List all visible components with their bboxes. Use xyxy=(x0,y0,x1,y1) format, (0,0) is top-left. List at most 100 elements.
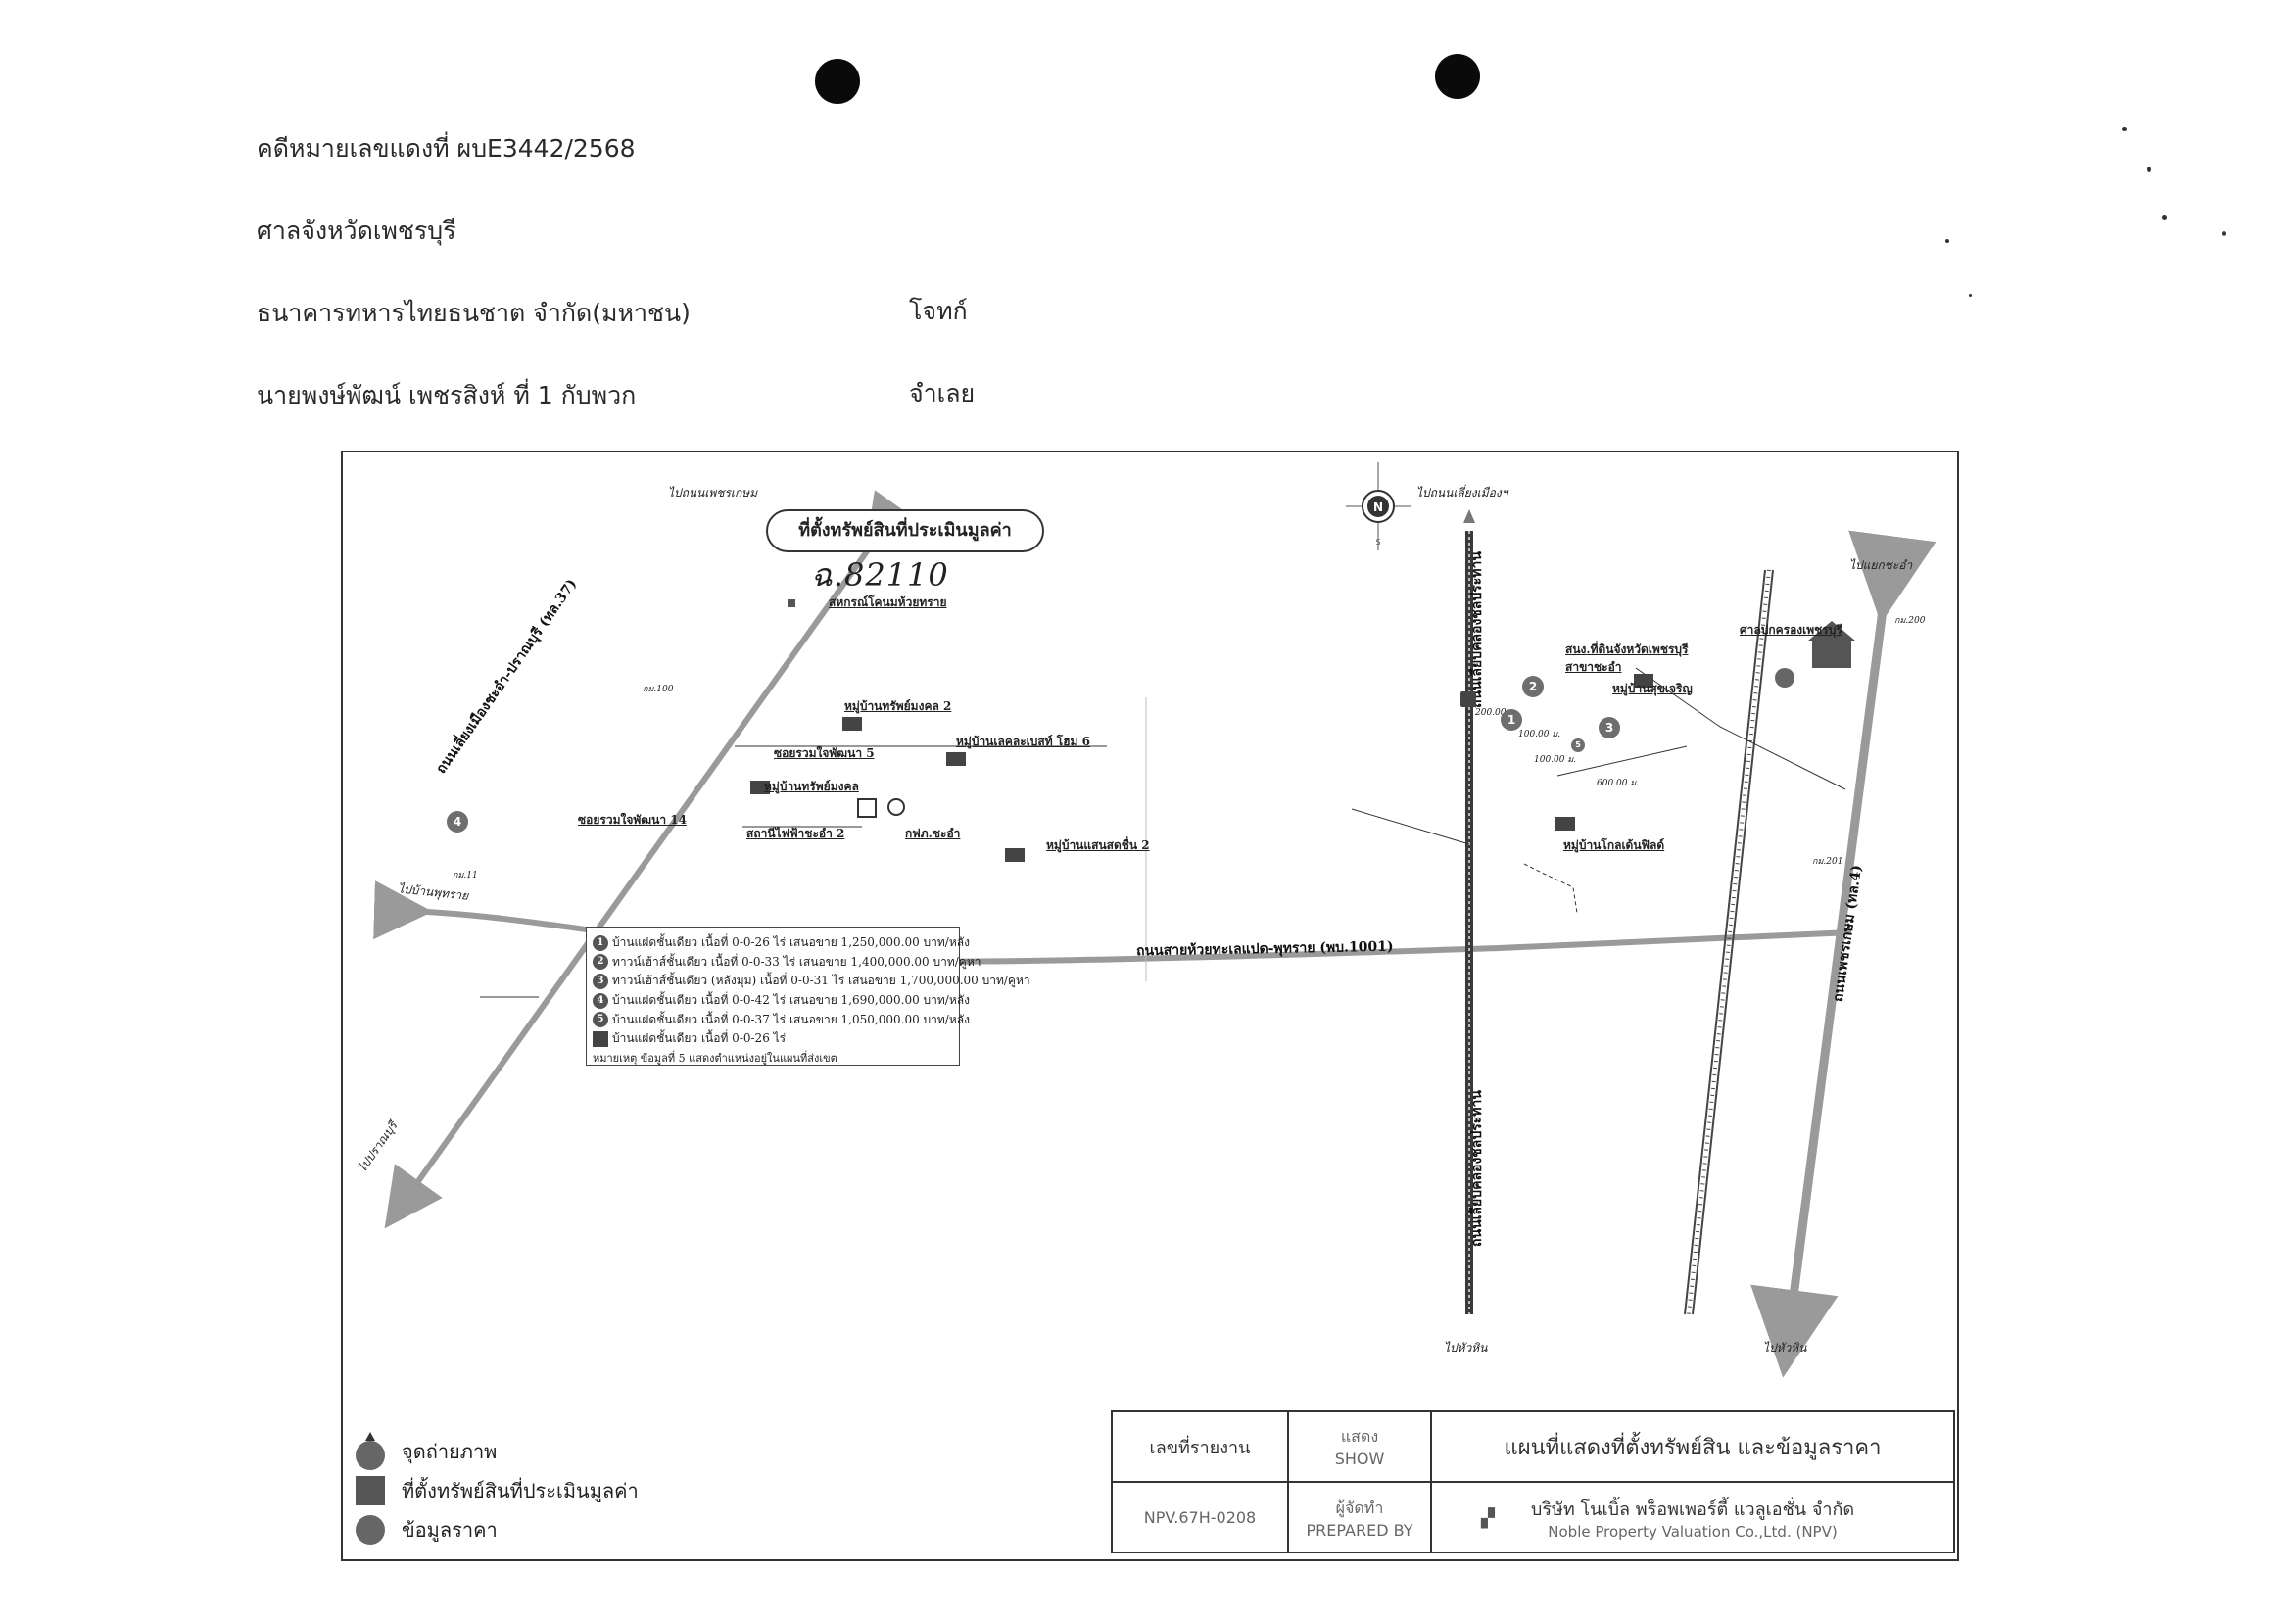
legend-text: ทาวน์เฮ้าส์ชั้นเดียว เนื้อที่ 0-0-33 ไร่… xyxy=(612,954,981,969)
admin-court-icon xyxy=(1808,621,1855,668)
defendant-role: จำเลย xyxy=(909,379,976,407)
distance-label: 600.00 ม. xyxy=(1597,779,1640,788)
court-name: ศาลจังหวัดเพชรบุรี xyxy=(257,216,456,245)
dir-to-chaeng-cha-am: ไปแยกชะอำ xyxy=(1849,558,1913,572)
property-location-icon xyxy=(353,1473,388,1508)
distance-label: 200.00 ม. xyxy=(1475,708,1518,718)
company-cell: ▞ บริษัท โนเบิ้ล พร็อพเพอร์ตี้ แวลูเอชั่… xyxy=(1431,1482,1954,1553)
legend-note: หมายเหตุ ข้อมูลที่ 5 แสดงตำแหน่งอยู่ในแผ… xyxy=(593,1052,837,1066)
north-arrow: N S xyxy=(1346,462,1411,550)
scan-speck xyxy=(2162,215,2167,220)
phetkasem-road xyxy=(1750,530,1937,1378)
legend-text: บ้านแฝดชั้นเดียว เนื้อที่ 0-0-37 ไร่ เสน… xyxy=(612,1012,970,1026)
prepared-en: PREPARED BY xyxy=(1306,1520,1413,1540)
symbol-legend: จุดถ่ายภาพ ที่ตั้งทรัพย์สินที่ประเมินมูล… xyxy=(353,1432,639,1549)
report-no: NPV.67H-0208 xyxy=(1143,1508,1257,1527)
garuda-emblem xyxy=(1775,668,1794,688)
soi-ruam-jai-5: ซอยรวมใจพัฒนา 5 xyxy=(774,746,875,760)
scan-speck xyxy=(2122,127,2127,131)
dir-to-phetkasem: ไปถนนเพชรเกษม xyxy=(668,486,758,500)
price-marker-3: 3 xyxy=(1599,717,1620,738)
village-sap-mongkhon-2: หมู่บ้านทรัพย์มงคล 2 xyxy=(844,699,952,713)
map-title: แผนที่แสดงที่ตั้งทรัพย์สิน และข้อมูลราคา xyxy=(1504,1435,1882,1460)
symbol-label-property: ที่ตั้งทรัพย์สินที่ประเมินมูลค่า xyxy=(402,1479,639,1502)
location-map: N S ไปถนนเพชรเกษม ไปถนนเลี่ยงเมืองฯ ไปแย… xyxy=(341,451,1959,1561)
legend-marker: 1 xyxy=(593,934,608,951)
coop-label: สหกรณ์โคนมห้วยทราย xyxy=(829,595,947,609)
symbol-row-photo: จุดถ่ายภาพ xyxy=(353,1432,639,1471)
title-block: เลขที่รายงาน แสดง SHOW แผนที่แสดงที่ตั้ง… xyxy=(1111,1410,1955,1553)
village-suk-charoen: หมู่บ้านสุขเจริญ xyxy=(1612,682,1693,695)
compass-north: N xyxy=(1373,500,1383,514)
canal-road-label-bottom: ถนนเลียบคลองชลประทาน xyxy=(1468,1090,1485,1247)
legend-text: บ้านแฝดชั้นเดียว เนื้อที่ 0-0-42 ไร่ เสน… xyxy=(612,993,970,1008)
distance-label: 100.00 ม. xyxy=(1518,730,1561,739)
show-th: แสดง xyxy=(1340,1427,1379,1446)
price-marker-5: 5 xyxy=(1571,738,1585,752)
plaintiff-name: ธนาคารทหารไทยธนชาต จำกัด(มหาชน) xyxy=(257,299,691,327)
dir-to-hua-hin-2: ไปหัวหิน xyxy=(1763,1341,1807,1355)
defendant-name: นายพงษ์พัฒน์ เพชรสิงห์ ที่ 1 กับพวก xyxy=(257,381,637,409)
show-en: SHOW xyxy=(1334,1450,1385,1468)
plaintiff-role: โจทก์ xyxy=(909,297,968,325)
legend-row-4: 4 บ้านแฝดชั้นเดียว เนื้อที่ 0-0-42 ไร่ เส… xyxy=(593,991,970,1011)
village-lake-breeze: หมู่บ้านเลคละเบสท์ โฮม 6 xyxy=(956,735,1090,748)
distance-label: 100.00 ม. xyxy=(1534,755,1577,765)
property-callout: ที่ตั้งทรัพย์สินที่ประเมินมูลค่า xyxy=(766,509,1044,552)
land-office-label: สนง.ที่ดินจังหวัดเพชรบุรี สาขาชะอำ xyxy=(1565,642,1689,674)
case-number: คดีหมายเลขแดงที่ ผบE3442/2568 xyxy=(257,134,636,163)
symbol-label-photo: จุดถ่ายภาพ xyxy=(402,1440,498,1463)
main-road-label: ถนนสายห้วยทะเลแปด-พุทราย (พบ.1001) xyxy=(1135,938,1394,960)
symbol-row-property: ที่ตั้งทรัพย์สินที่ประเมินมูลค่า xyxy=(353,1471,639,1510)
punch-hole-right xyxy=(1435,54,1480,99)
symbol-row-price: ข้อมูลราคา xyxy=(353,1510,639,1549)
prepared-cell: ผู้จัดทำ PREPARED BY xyxy=(1288,1482,1431,1553)
soi-ruam-jai-14: ซอยรวมใจพัฒนา 14 xyxy=(578,813,687,827)
village-golden-field: หมู่บ้านโกลเด้นฟิลด์ xyxy=(1563,838,1665,852)
legend-row-5: 5 บ้านแฝดชั้นเดียว เนื้อที่ 0-0-37 ไร่ เส… xyxy=(593,1010,970,1029)
dir-to-liang-mueang: ไปถนนเลี่ยงเมืองฯ xyxy=(1416,486,1508,500)
legend-marker: 4 xyxy=(593,992,608,1009)
report-no-label-cell: เลขที่รายงาน xyxy=(1112,1411,1288,1482)
legend-marker: 3 xyxy=(593,973,608,989)
canal-road-label-top: ถนนเลียบคลองชลประทาน xyxy=(1468,551,1485,708)
property-square-icon xyxy=(593,1030,608,1047)
km-200-label: กม.200 xyxy=(1894,616,1926,626)
village-saen-sawadi: หมู่บ้านแสนสดชื่น 2 xyxy=(1046,838,1150,852)
km-11-label: กม.11 xyxy=(453,871,478,880)
company-th: บริษัท โนเบิ้ล พร็อพเพอร์ตี้ แวลูเอชั่น … xyxy=(1530,1499,1855,1520)
dir-to-hua-hin-1: ไปหัวหิน xyxy=(1444,1341,1488,1355)
report-no-label: เลขที่รายงาน xyxy=(1149,1437,1251,1458)
left-diagonal-road xyxy=(384,490,923,1229)
scan-speck xyxy=(2147,167,2151,172)
handwritten-note: ฉ.82110 xyxy=(811,556,949,594)
km-201-label: กม.201 xyxy=(1812,857,1843,867)
legend-marker: 2 xyxy=(593,954,608,971)
scan-speck xyxy=(2222,231,2226,236)
scan-speck xyxy=(1945,239,1949,243)
legend-row-1: 1 บ้านแฝดชั้นเดียว เนื้อที่ 0-0-26 ไร่ เส… xyxy=(593,933,970,953)
report-no-cell: NPV.67H-0208 xyxy=(1112,1482,1288,1553)
punch-hole-left xyxy=(815,59,860,104)
compass-south: S xyxy=(1375,538,1380,547)
legend-text: บ้านแฝดชั้นเดียว เนื้อที่ 0-0-26 ไร่ เสน… xyxy=(612,935,970,950)
price-data-icon xyxy=(353,1512,388,1547)
pea-label: กฟภ.ชะอำ xyxy=(905,827,961,840)
coop-marker xyxy=(788,599,795,607)
symbol-label-price: ข้อมูลราคา xyxy=(402,1518,498,1542)
camera-point-icon xyxy=(353,1432,388,1470)
km-100-label: กม.100 xyxy=(643,685,674,694)
price-marker-4: 4 xyxy=(447,811,468,833)
village-sap-mongkhon: หมู่บ้านทรัพย์มงคล xyxy=(764,780,859,793)
company-en: Noble Property Valuation Co.,Ltd. (NPV) xyxy=(1548,1523,1838,1541)
legend-row-6: บ้านแฝดชั้นเดียว เนื้อที่ 0-0-26 ไร่ xyxy=(593,1029,953,1049)
prepared-th: ผู้จัดทำ xyxy=(1335,1498,1384,1517)
legend-marker: 5 xyxy=(593,1012,608,1028)
pea-icon xyxy=(887,798,905,816)
show-cell: แสดง SHOW xyxy=(1288,1411,1431,1482)
legend-text: บ้านแฝดชั้นเดียว เนื้อที่ 0-0-26 ไร่ xyxy=(612,1031,787,1046)
map-title-cell: แผนที่แสดงที่ตั้งทรัพย์สิน และข้อมูลราคา xyxy=(1431,1411,1954,1482)
price-marker-1: 1 xyxy=(1501,709,1522,731)
price-marker-2: 2 xyxy=(1522,676,1544,697)
price-legend: 1 บ้านแฝดชั้นเดียว เนื้อที่ 0-0-26 ไร่ เส… xyxy=(586,927,1030,1066)
